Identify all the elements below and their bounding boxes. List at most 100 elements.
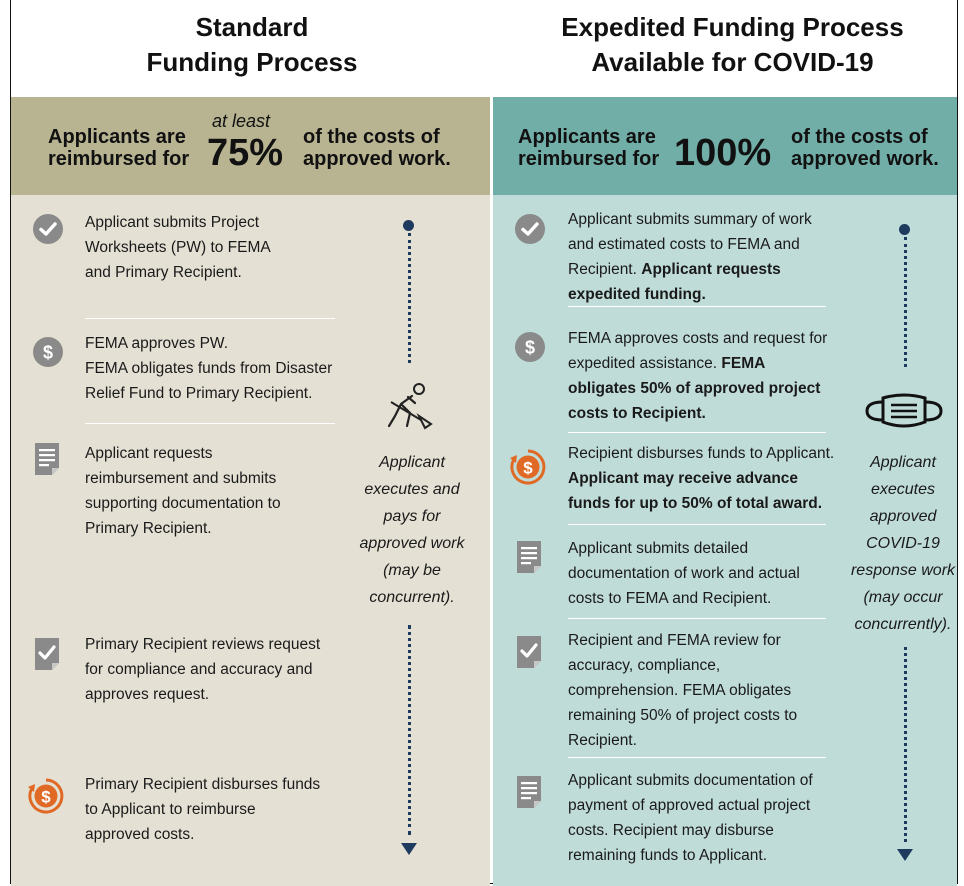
face-mask-icon — [865, 393, 943, 428]
expedited-banner: Applicants are reimbursed for 100% of th… — [493, 97, 957, 195]
left-step-5-line-3: approved costs. — [85, 826, 195, 843]
document-check-icon — [35, 638, 59, 670]
right-step-5-plain: Recipient and FEMA review for accuracy, … — [568, 632, 798, 749]
left-side-note-line: (may be — [383, 562, 441, 579]
left-side-note-line: concurrent). — [369, 589, 455, 606]
standard-process-panel: Applicants are reimbursed for at least 7… — [11, 97, 490, 886]
right-step-1-text: Applicant submits summary of work and es… — [568, 207, 823, 307]
left-step-4-text: Primary Recipient reviews request for co… — [85, 632, 345, 707]
divider — [568, 757, 826, 758]
right-step-4-plain: Applicant submits detailed documentation… — [568, 540, 800, 607]
banner-tail-line2: approved work. — [303, 148, 451, 170]
left-side-note-line: pays for — [383, 508, 441, 525]
left-side-note-line: approved work — [359, 535, 465, 552]
right-column-title: Expedited Funding Process Available for … — [540, 10, 925, 80]
svg-text:$: $ — [525, 338, 535, 358]
timeline-dotted-line — [408, 625, 411, 835]
left-step-4-line-1: Primary Recipient reviews request — [85, 636, 321, 653]
dollar-circle-icon: $ — [515, 332, 545, 362]
left-step-5-line-1: Primary Recipient disburses funds — [85, 776, 321, 793]
banner-lead-line1: Applicants are — [518, 126, 656, 148]
timeline-start-dot — [899, 224, 910, 235]
dollar-circle-icon: $ — [33, 337, 63, 367]
left-step-4-line-2: for compliance and accuracy and — [85, 661, 313, 678]
divider — [568, 432, 826, 433]
svg-text:$: $ — [43, 343, 53, 363]
right-title-line2: Available for COVID-19 — [591, 47, 874, 77]
divider — [85, 423, 335, 424]
dollar-cycle-icon: $ — [510, 449, 546, 485]
banner-tail-line1: of the costs of — [303, 126, 440, 148]
document-icon — [517, 776, 541, 808]
banner-tail-line2: approved work. — [791, 148, 939, 170]
banner-lead-line2: reimbursed for — [518, 148, 660, 170]
left-side-note-line: executes and — [364, 481, 460, 498]
banner-lead-line2: reimbursed for — [48, 148, 190, 170]
left-step-2-line-3: Relief Fund to Primary Recipient. — [85, 385, 313, 402]
divider — [85, 318, 335, 319]
right-side-note-line: approved — [869, 508, 937, 525]
dollar-cycle-icon: $ — [28, 778, 64, 814]
left-side-note-line: Applicant — [379, 454, 445, 471]
right-side-note: Applicant executes approved COVID-19 res… — [843, 449, 963, 638]
banner-qualifier: at least — [212, 111, 271, 131]
right-title-line1: Expedited Funding Process — [561, 12, 904, 42]
left-step-1-line-1: Applicant submits Project — [85, 214, 260, 231]
document-icon — [517, 541, 541, 573]
right-side-note-line: executes — [870, 481, 936, 498]
timeline-dotted-line — [408, 233, 411, 363]
left-step-2-line-2: FEMA obligates funds from Disaster — [85, 360, 333, 377]
left-column-title: Standard Funding Process — [112, 10, 392, 80]
left-side-note: Applicant executes and pays for approved… — [356, 449, 468, 611]
left-step-5-line-2: to Applicant to reimburse — [85, 801, 256, 818]
right-step-3-plain: Recipient disburses funds to Applicant. — [568, 445, 835, 462]
right-step-5-text: Recipient and FEMA review for accuracy, … — [568, 628, 798, 753]
timeline-start-dot — [403, 220, 414, 231]
left-step-1-line-3: and Primary Recipient. — [85, 264, 242, 281]
left-step-3-line-4: Primary Recipient. — [85, 520, 212, 537]
left-step-1-line-2: Worksheets (PW) to FEMA — [85, 239, 271, 256]
right-side-note-line: response work — [850, 562, 956, 579]
left-step-5-text: Primary Recipient disburses funds to App… — [85, 772, 345, 847]
left-step-2-text: FEMA approves PW. FEMA obligates funds f… — [85, 331, 345, 406]
right-step-4-text: Applicant submits detailed documentation… — [568, 536, 823, 611]
divider — [568, 306, 826, 307]
left-step-3-text: Applicant requests reimbursement and sub… — [85, 441, 345, 541]
divider — [568, 618, 826, 619]
svg-text:$: $ — [523, 459, 533, 478]
left-step-1-text: Applicant submits Project Worksheets (PW… — [85, 210, 335, 285]
right-step-6-plain: Applicant submits documentation of payme… — [568, 772, 813, 864]
left-title-line2: Funding Process — [146, 47, 358, 77]
banner-percent: 100% — [674, 132, 772, 174]
left-title-line1: Standard — [195, 12, 309, 42]
timeline-arrow-down — [401, 843, 417, 855]
right-step-6-text: Applicant submits documentation of payme… — [568, 768, 826, 868]
divider — [568, 524, 826, 525]
document-icon — [35, 443, 59, 475]
timeline-arrow-down — [897, 849, 913, 861]
right-step-2-plain: FEMA approves costs and request for expe… — [568, 330, 828, 372]
right-side-note-line: Applicant — [870, 454, 936, 471]
document-check-icon — [517, 636, 541, 668]
right-step-2-bold: FEMA obligates 50% of approved project c… — [568, 355, 821, 422]
check-circle-icon — [515, 214, 545, 244]
timeline-dotted-line — [904, 647, 907, 842]
expedited-process-panel: Applicants are reimbursed for 100% of th… — [493, 97, 957, 886]
banner-tail-line1: of the costs of — [791, 126, 928, 148]
left-step-3-line-2: reimbursement and submits — [85, 470, 277, 487]
svg-text:$: $ — [41, 788, 51, 807]
right-side-note-line: COVID-19 — [866, 535, 940, 552]
right-side-note-line: concurrently). — [854, 616, 952, 633]
banner-percent: 75% — [207, 132, 284, 174]
check-circle-icon — [33, 214, 63, 244]
right-step-1-plain: Applicant submits summary of work and es… — [568, 211, 812, 278]
worker-shovel-icon — [387, 383, 433, 430]
left-step-3-line-3: supporting documentation to — [85, 495, 281, 512]
left-step-4-line-3: approves request. — [85, 686, 210, 703]
left-step-2-line-1: FEMA approves PW. — [85, 335, 228, 352]
right-step-3-bold: Applicant may receive advance funds for … — [568, 470, 823, 512]
right-side-note-line: (may occur — [863, 589, 943, 606]
right-step-1-bold: Applicant requests expedited funding. — [568, 261, 781, 303]
left-step-3-line-1: Applicant requests — [85, 445, 213, 462]
right-step-2-text: FEMA approves costs and request for expe… — [568, 326, 833, 426]
